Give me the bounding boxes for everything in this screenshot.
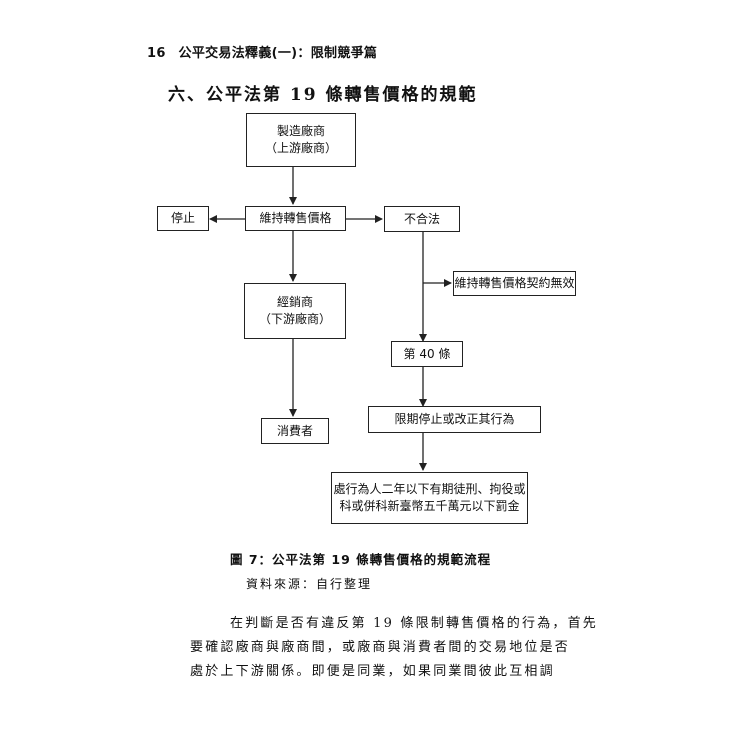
body-text-line: 在判斷是否有違反第 19 條限制轉售價格的行為，首先 [230, 616, 599, 631]
box-article-40: 第 40 條 [391, 341, 463, 367]
box-maintain-price: 維持轉售價格 [245, 206, 346, 231]
body-text-line: 要確認廠商與廠商間，或廠商與消費者間的交易地位是否 [190, 640, 571, 655]
box-stop: 停止 [157, 206, 209, 231]
box-consumer: 消費者 [261, 418, 329, 444]
body-text-line: 處於上下游關係。即便是同業，如果同業間彼此互相調 [190, 664, 555, 679]
penalty-line-2: 科或併科新臺幣五千萬元以下罰金 [339, 499, 520, 513]
box-penalty: 處行為人二年以下有期徒刑、拘役或 科或併科新臺幣五千萬元以下罰金 [331, 472, 528, 524]
section-title: 六、公平法第 19 條轉售價格的規範 [168, 85, 478, 105]
distributor-label: 經銷商 [276, 295, 313, 309]
manufacturer-sublabel: （上游廠商） [264, 141, 337, 155]
box-manufacturer: 製造廠商 （上游廠商） [246, 113, 356, 167]
figure-caption: 圖 7：公平法第 19 條轉售價格的規範流程 [230, 552, 492, 567]
box-order-stop: 限期停止或改正其行為 [368, 406, 541, 433]
running-header: 16 公平交易法釋義(一)：限制競爭篇 [147, 42, 377, 61]
figure-source: 資料來源：自行整理 [246, 577, 373, 591]
box-illegal: 不合法 [384, 206, 460, 232]
penalty-line-1: 處行為人二年以下有期徒刑、拘役或 [333, 482, 526, 496]
box-distributor: 經銷商 （下游廠商） [244, 283, 346, 339]
distributor-sublabel: （下游廠商） [258, 312, 331, 326]
manufacturer-label: 製造廠商 [276, 124, 325, 138]
page-number: 16 [147, 46, 166, 61]
box-contract-void: 維持轉售價格契約無效 [453, 271, 576, 296]
book-title: 公平交易法釋義(一)：限制競爭篇 [178, 46, 378, 61]
